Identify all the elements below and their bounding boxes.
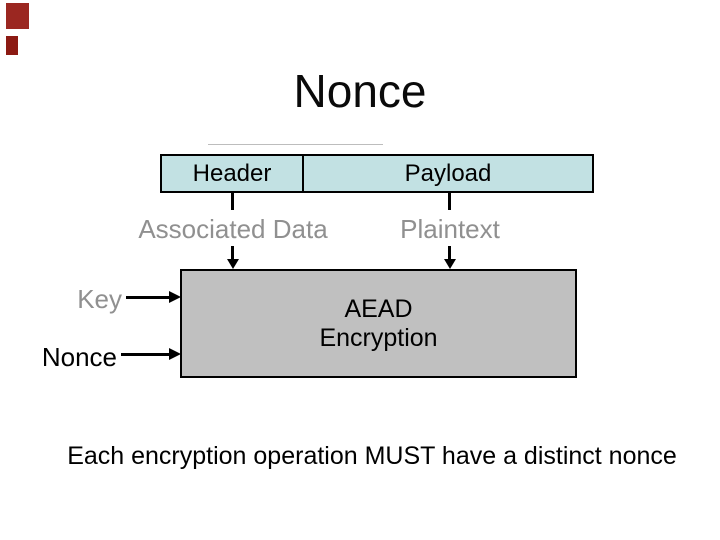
aead-box-line2: Encryption (319, 323, 438, 352)
slide-corner-decor-large (6, 3, 29, 29)
key-label: Key (77, 284, 122, 314)
slide-corner-decor-small (6, 36, 18, 55)
arrow-down-associated-data-icon (227, 259, 239, 269)
packet-cell-payload: Payload (404, 159, 492, 187)
plaintext-label: Plaintext (400, 214, 500, 244)
divider-line (208, 144, 383, 145)
associated-data-label: Associated Data (138, 214, 328, 244)
connector-header-bottom-segment (231, 246, 234, 260)
packet-cell-header: Header (162, 156, 304, 191)
connector-payload-top-segment (448, 193, 451, 210)
arrow-right-nonce-icon (169, 348, 181, 360)
arrow-right-key-icon (169, 291, 181, 303)
connector-payload-bottom-segment (448, 246, 451, 260)
footer-statement: Each encryption operation MUST have a di… (67, 442, 677, 470)
nonce-arrow-shaft (121, 353, 171, 356)
slide-title: Nonce (293, 65, 427, 117)
aead-box-line1: AEAD (344, 294, 413, 323)
key-arrow-shaft (126, 296, 171, 299)
packet-bar: Header Payload (160, 154, 594, 193)
aead-encryption-box: AEAD Encryption (180, 269, 577, 378)
connector-header-top-segment (231, 193, 234, 210)
nonce-label: Nonce (41, 342, 117, 372)
arrow-down-plaintext-icon (444, 259, 456, 269)
